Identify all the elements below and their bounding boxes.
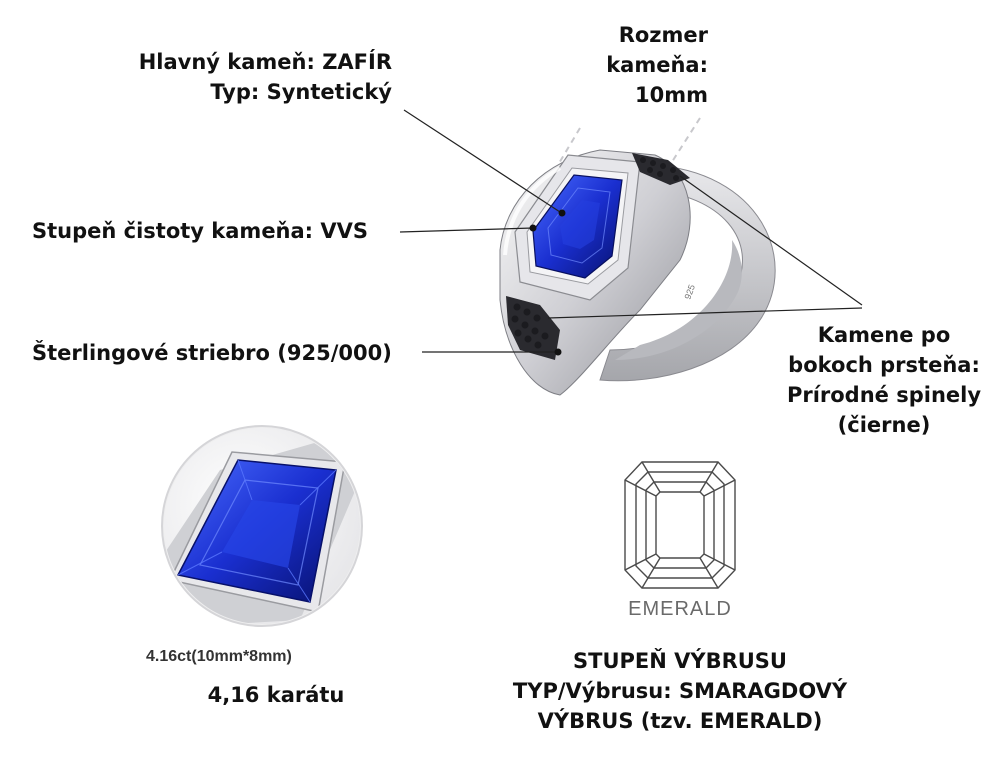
side-stones-line: Kamene po bbox=[817, 323, 951, 347]
stone-size-line: kameňa: bbox=[606, 53, 708, 77]
cut-line: STUPEŇ VÝBRUSU bbox=[573, 649, 787, 673]
zoom-detail bbox=[161, 425, 363, 627]
cut-line: VÝBRUS (tzv. EMERALD) bbox=[537, 709, 823, 733]
side-stones bbox=[506, 153, 690, 360]
stone-size-line: Rozmer bbox=[618, 23, 708, 47]
cut-label: STUPEŇ VÝBRUSU TYP/Výbrusu: SMARAGDOVÝ V… bbox=[470, 646, 890, 736]
side-stones-line: bokoch prsteňa: bbox=[788, 353, 980, 377]
callout-lines bbox=[399, 109, 863, 353]
karat-label: 4,16 karátu bbox=[207, 683, 345, 707]
callout-dot-clarity bbox=[529, 224, 537, 232]
callout-dot-silver bbox=[554, 348, 562, 356]
side-stones-line: (čierne) bbox=[837, 413, 931, 437]
emerald-caption: EMERALD bbox=[628, 598, 732, 620]
main-stone-line: Hlavný kameň: ZAFÍR bbox=[138, 50, 392, 74]
stone-size-value: 10mm bbox=[635, 83, 708, 107]
side-stones-line: Prírodné spinely bbox=[786, 383, 982, 407]
silver-label: Šterlingové striebro (925/000) bbox=[32, 341, 392, 365]
callout-dot-main-stone bbox=[558, 209, 566, 217]
clarity-label: Stupeň čistoty kameňa: VVS bbox=[32, 219, 369, 243]
ring-stamp: 925 bbox=[682, 283, 697, 301]
ring-image bbox=[499, 149, 776, 396]
emerald-cut-diagram bbox=[624, 461, 736, 589]
stone-type-line: Typ: Syntetický bbox=[210, 80, 392, 104]
carat-size-caption: 4.16ct(10mm*8mm) bbox=[146, 648, 292, 665]
stone-size-label: Rozmer kameňa: 10mm bbox=[606, 20, 708, 110]
cut-line: TYP/Výbrusu: SMARAGDOVÝ bbox=[512, 679, 848, 703]
side-stones-label: Kamene po bokoch prsteňa: Prírodné spine… bbox=[768, 320, 1000, 440]
main-stone-label: Hlavný kameň: ZAFÍR Typ: Syntetický bbox=[139, 47, 392, 107]
